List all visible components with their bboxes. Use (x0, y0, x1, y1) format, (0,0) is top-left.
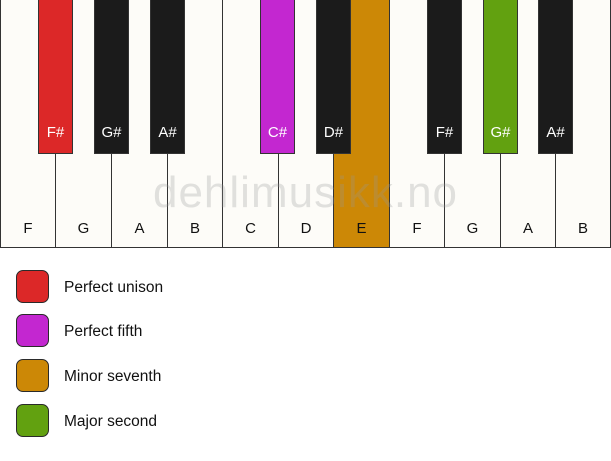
black-key-c-sharp-highlighted[interactable]: C# (260, 0, 295, 154)
legend-label: Perfect unison (64, 279, 164, 296)
color-swatch (16, 404, 49, 437)
color-swatch (16, 359, 49, 392)
legend-item-perfect-fifth: Perfect fifth (16, 314, 316, 348)
black-key-d-sharp[interactable]: D# (316, 0, 351, 154)
legend-item-perfect-unison: Perfect unison (16, 270, 316, 304)
legend-label: Minor seventh (64, 368, 162, 385)
key-label: C (245, 220, 256, 237)
key-label: F# (46, 124, 65, 141)
key-label: G# (490, 124, 511, 141)
key-label: G (466, 220, 479, 237)
black-key-g-sharp-highlighted[interactable]: G# (483, 0, 518, 154)
key-label: B (189, 220, 200, 237)
key-label: E (356, 220, 367, 237)
key-label: D (300, 220, 312, 237)
black-key-g-sharp[interactable]: G# (94, 0, 129, 154)
color-swatch (16, 314, 49, 347)
key-label: A (522, 220, 533, 237)
key-label: D# (323, 124, 344, 141)
black-key-f-sharp[interactable]: F# (427, 0, 462, 154)
key-label: A# (546, 124, 565, 141)
black-key-f-sharp-highlighted[interactable]: F# (38, 0, 73, 154)
key-label: F (23, 220, 33, 237)
color-swatch (16, 270, 49, 303)
black-key-a-sharp[interactable]: A# (150, 0, 185, 154)
key-label: F# (435, 124, 454, 141)
black-key-a-sharp[interactable]: A# (538, 0, 573, 154)
key-label: A (134, 220, 145, 237)
key-label: G# (101, 124, 122, 141)
legend-item-minor-seventh: Minor seventh (16, 359, 316, 393)
key-label: B (577, 220, 588, 237)
piano-keyboard: F G A B C D E F G A B F# G# A# C# D# F# … (0, 0, 611, 248)
legend-label: Major second (64, 413, 158, 430)
key-label: A# (158, 124, 177, 141)
legend-label: Perfect fifth (64, 323, 143, 340)
key-label: C# (267, 124, 288, 141)
key-label: F (412, 220, 422, 237)
legend-item-major-second: Major second (16, 404, 316, 438)
key-label: G (77, 220, 90, 237)
